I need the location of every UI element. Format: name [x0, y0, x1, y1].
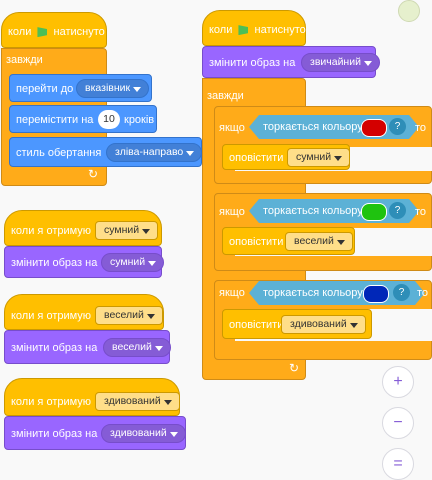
- sprite-thumbnail-icon[interactable]: [398, 0, 420, 22]
- rotation-style-dropdown[interactable]: зліва-направо: [106, 143, 203, 162]
- move-steps-input[interactable]: 10: [98, 110, 120, 129]
- touching-label: торкається кольору: [263, 205, 363, 217]
- hat-suffix: натиснуто: [254, 24, 306, 36]
- hat-label: коли: [209, 24, 233, 36]
- receive-label: коли я отримую: [11, 396, 92, 408]
- touching-label: торкається кольору: [263, 121, 363, 133]
- broadcast-block[interactable]: оповістити здивований: [222, 309, 372, 339]
- switch-costume-block[interactable]: змінити образ на сумний: [4, 246, 165, 278]
- when-flag-clicked-hat-b[interactable]: коли натиснуто: [202, 10, 306, 46]
- touching-color-condition[interactable]: торкається кольору ?: [249, 281, 425, 305]
- color-swatch[interactable]: [363, 285, 389, 303]
- broadcast-message-dropdown[interactable]: веселий: [285, 232, 353, 251]
- then-label: то: [417, 287, 429, 299]
- when-i-receive-hat[interactable]: коли я отримую сумний: [4, 210, 162, 246]
- goto-label: перейти до: [16, 83, 74, 95]
- loop-arrow-icon: ↻: [289, 361, 300, 375]
- move-steps-block[interactable]: перемістити на 10 кроків: [9, 105, 157, 133]
- costume-dropdown[interactable]: веселий: [103, 338, 171, 357]
- goto-target-dropdown[interactable]: вказівник: [76, 79, 150, 98]
- then-label: то: [415, 206, 427, 218]
- if-label: якщо: [219, 206, 245, 218]
- zoom-out-button[interactable]: −: [382, 407, 414, 439]
- touching-label: торкається кольору: [263, 287, 363, 299]
- zoom-reset-button[interactable]: =: [382, 448, 414, 480]
- message-dropdown[interactable]: веселий: [95, 306, 163, 325]
- question-icon: ?: [389, 118, 406, 135]
- message-dropdown[interactable]: сумний: [95, 221, 159, 240]
- zoom-in-button[interactable]: +: [382, 366, 414, 398]
- forever-label: завжди: [207, 90, 244, 102]
- if-label: якщо: [219, 122, 245, 134]
- costume-dropdown[interactable]: здивований: [101, 424, 186, 443]
- broadcast-label: оповістити: [229, 152, 284, 164]
- when-flag-clicked-hat-a[interactable]: коли натиснуто: [1, 12, 107, 48]
- broadcast-block[interactable]: оповістити веселий: [222, 227, 355, 255]
- zoom-out-icon: −: [393, 414, 403, 431]
- switch-label: змінити образ на: [209, 57, 296, 69]
- color-swatch[interactable]: [361, 119, 387, 137]
- rotation-label: стиль обертання: [16, 147, 102, 159]
- loop-arrow-icon: ↻: [88, 167, 99, 181]
- question-icon: ?: [393, 284, 410, 301]
- message-dropdown[interactable]: здивований: [95, 392, 180, 411]
- broadcast-block[interactable]: оповістити сумний: [222, 144, 351, 170]
- if-label: якщо: [219, 287, 245, 299]
- zoom-reset-icon: =: [393, 455, 403, 472]
- switch-costume-block[interactable]: змінити образ на веселий: [4, 330, 171, 364]
- switch-label: змінити образ на: [11, 342, 98, 354]
- then-label: то: [415, 122, 427, 134]
- broadcast-message-dropdown[interactable]: сумний: [287, 148, 351, 167]
- receive-label: коли я отримую: [11, 310, 92, 322]
- costume-dropdown[interactable]: сумний: [101, 253, 165, 272]
- broadcast-label: оповістити: [229, 319, 284, 331]
- receive-label: коли я отримую: [11, 225, 92, 237]
- rotation-style-block[interactable]: стиль обертання зліва-направо: [9, 137, 203, 167]
- zoom-in-icon: +: [393, 373, 403, 390]
- hat-label: коли: [8, 26, 32, 38]
- question-icon: ?: [389, 202, 406, 219]
- goto-block[interactable]: перейти до вказівник: [9, 74, 152, 102]
- when-i-receive-hat[interactable]: коли я отримую веселий: [4, 294, 164, 330]
- move-suffix: кроків: [124, 114, 155, 126]
- move-label: перемістити на: [16, 114, 94, 126]
- when-i-receive-hat[interactable]: коли я отримую здивований: [4, 378, 180, 416]
- switch-costume-block[interactable]: змінити образ на здивований: [4, 416, 186, 450]
- touching-color-condition[interactable]: торкається кольору ?: [249, 115, 419, 139]
- hat-suffix: натиснуто: [53, 26, 105, 38]
- color-swatch[interactable]: [361, 203, 387, 221]
- broadcast-label: оповістити: [229, 236, 284, 248]
- broadcast-message-dropdown[interactable]: здивований: [281, 315, 366, 334]
- forever-label: завжди: [6, 54, 43, 66]
- switch-costume-block-b[interactable]: змінити образ на звичайний: [202, 46, 380, 78]
- switch-label: змінити образ на: [11, 428, 98, 440]
- green-flag-icon: [37, 27, 48, 38]
- touching-color-condition[interactable]: торкається кольору ?: [249, 199, 419, 223]
- switch-label: змінити образ на: [11, 257, 98, 269]
- green-flag-icon: [238, 25, 249, 36]
- costume-dropdown[interactable]: звичайний: [301, 53, 380, 72]
